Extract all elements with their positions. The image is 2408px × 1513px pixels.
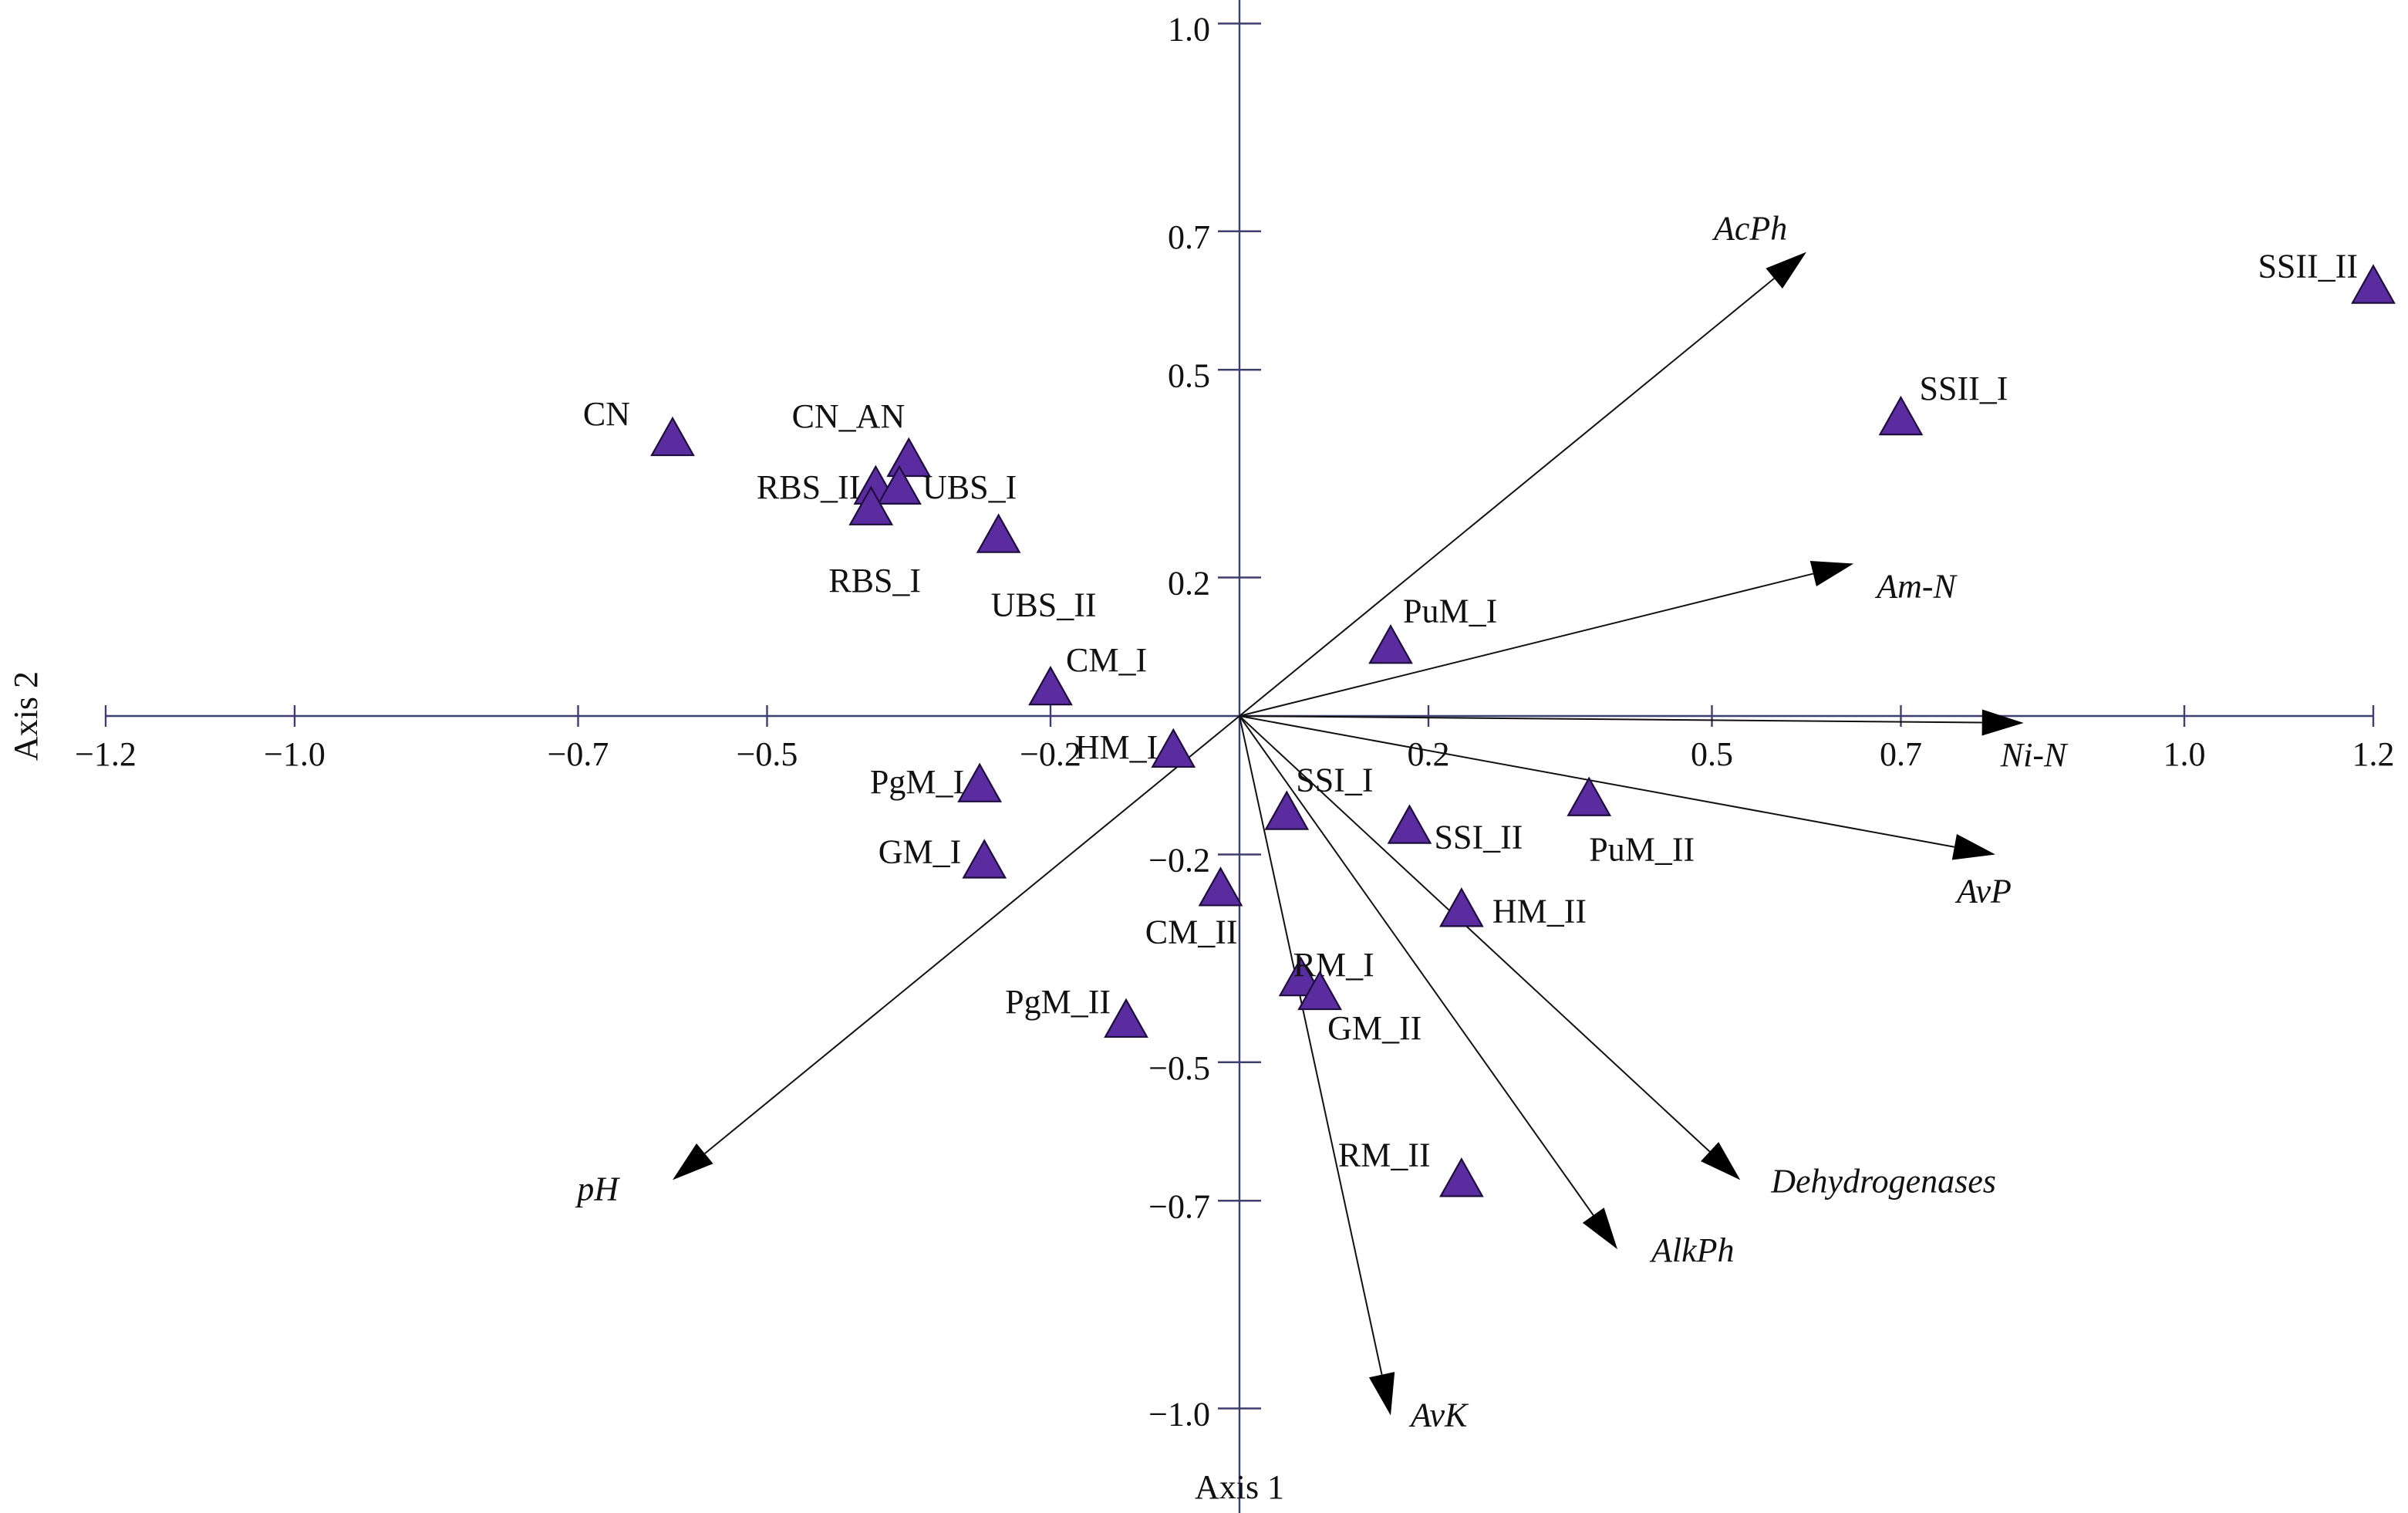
point-marker bbox=[1368, 624, 1413, 664]
x-tick-label: −0.7 bbox=[548, 735, 609, 773]
x-axis-ticks: −1.2 −1.0 −0.7 −0.5 −0.2 0.2 0.5 0.7 1.0 1.2 bbox=[75, 705, 2395, 773]
y-tick-label: −1.0 bbox=[1148, 1396, 1210, 1434]
y-tick-label: 0.5 bbox=[1168, 356, 1210, 394]
point-label: GM_I bbox=[879, 832, 962, 870]
point-label: UBS_I bbox=[922, 468, 1017, 506]
point-label: PuM_II bbox=[1589, 831, 1695, 869]
vector-arrowhead bbox=[1809, 561, 1854, 587]
vector-line bbox=[1239, 715, 1955, 848]
x-axis-title: Axis 1 bbox=[1195, 1468, 1284, 1506]
y-tick-label: 0.7 bbox=[1168, 218, 1210, 256]
point-marker bbox=[1387, 804, 1432, 844]
vector-line bbox=[1239, 572, 1814, 717]
y-tick-label: 1.0 bbox=[1168, 11, 1210, 49]
vector-line bbox=[1239, 278, 1775, 717]
point-label: PgM_II bbox=[1005, 983, 1111, 1021]
y-tick-label: −0.2 bbox=[1148, 842, 1210, 880]
y-tick-label: 0.2 bbox=[1168, 565, 1210, 603]
vector-label: AcPh bbox=[1712, 210, 1787, 248]
point-marker bbox=[1297, 970, 1343, 1011]
point-marker bbox=[1028, 665, 1073, 706]
point-marker bbox=[877, 464, 922, 505]
point-marker bbox=[1438, 887, 1484, 927]
x-tick-label: 0.5 bbox=[1691, 735, 1733, 773]
point-marker bbox=[1264, 790, 1310, 830]
vector-label: pH bbox=[575, 1170, 620, 1207]
vector-line bbox=[1239, 715, 1383, 1375]
point-marker bbox=[1151, 728, 1196, 768]
vector-arrowhead bbox=[1766, 252, 1806, 289]
point-label: RM_II bbox=[1338, 1136, 1431, 1174]
vector-line bbox=[704, 715, 1240, 1154]
y-tick-label: −0.7 bbox=[1148, 1187, 1210, 1225]
x-tick-label: −0.2 bbox=[1020, 735, 1081, 773]
vector-line bbox=[1239, 715, 1594, 1216]
vector-line bbox=[1239, 715, 1711, 1153]
point-label: RBS_I bbox=[828, 562, 921, 599]
x-tick-label: 1.2 bbox=[2352, 735, 2395, 773]
point-label: CN bbox=[583, 395, 630, 433]
point-label: PuM_I bbox=[1403, 592, 1497, 630]
vector-arrowhead bbox=[1701, 1142, 1741, 1180]
sample-points: CN CN_AN RBS_II UBS_I RBS_I UBS_II CM_I HM_I PgM… bbox=[583, 248, 2396, 1197]
vector-label: AlkPh bbox=[1649, 1231, 1735, 1269]
point-marker bbox=[1878, 395, 1924, 436]
point-label: RBS_II bbox=[757, 468, 860, 506]
point-marker bbox=[962, 839, 1007, 879]
vector-line bbox=[1239, 715, 1982, 724]
point-label: SSII_II bbox=[2258, 248, 2358, 285]
vector-label: AvK bbox=[1408, 1396, 1469, 1434]
y-axis-title: Axis 2 bbox=[7, 671, 45, 761]
point-marker bbox=[2351, 264, 2396, 304]
point-label: SSII_I bbox=[1920, 370, 2008, 407]
point-marker bbox=[976, 513, 1021, 553]
x-tick-label: −1.0 bbox=[264, 735, 325, 773]
x-tick-label: 1.0 bbox=[2163, 735, 2206, 773]
point-label: CM_I bbox=[1066, 641, 1147, 679]
point-label: HM_II bbox=[1492, 892, 1587, 930]
point-marker bbox=[1104, 998, 1148, 1038]
vector-label: Dehydrogenases bbox=[1770, 1162, 1996, 1200]
point-label: CN_AN bbox=[792, 397, 906, 435]
x-tick-label: −1.2 bbox=[75, 735, 137, 773]
vector-label: Am-N bbox=[1874, 568, 1958, 606]
point-label: SSI_I bbox=[1296, 762, 1373, 799]
point-marker bbox=[650, 416, 695, 457]
point-marker bbox=[848, 485, 894, 525]
vector-arrowhead bbox=[1951, 834, 1995, 860]
axes: −1.2 −1.0 −0.7 −0.5 −0.2 0.2 0.5 0.7 1.0 1.2 1.2 1… bbox=[75, 0, 2395, 1513]
point-label: PgM_I bbox=[870, 763, 964, 801]
vector-arrowhead bbox=[1981, 709, 2024, 736]
point-marker bbox=[1198, 866, 1243, 907]
point-label: CM_II bbox=[1145, 913, 1238, 951]
y-tick-label: −0.5 bbox=[1148, 1049, 1210, 1087]
point-marker bbox=[1438, 1157, 1484, 1197]
point-label: SSI_II bbox=[1435, 819, 1523, 856]
point-label: GM_II bbox=[1327, 1009, 1422, 1047]
vector-arrowhead bbox=[1368, 1372, 1395, 1416]
vector-arrowhead bbox=[1582, 1207, 1617, 1250]
y-axis-ticks: 1.21.00.70.50.2−0.2−0.5−0.7−1.0−1.2 bbox=[1148, 11, 1261, 1434]
point-label: HM_I bbox=[1075, 728, 1158, 766]
x-tick-label: 0.2 bbox=[1408, 735, 1450, 773]
x-tick-label: −0.5 bbox=[737, 735, 798, 773]
point-label: RM_I bbox=[1293, 946, 1374, 984]
vector-label: AvP bbox=[1954, 873, 2012, 910]
point-label: UBS_II bbox=[991, 586, 1097, 624]
point-marker bbox=[957, 762, 1003, 802]
point-marker bbox=[1567, 776, 1612, 816]
x-tick-label: 0.7 bbox=[1880, 735, 1922, 773]
vector-label: Ni-N bbox=[2000, 736, 2069, 774]
vector-arrowhead bbox=[673, 1143, 713, 1180]
